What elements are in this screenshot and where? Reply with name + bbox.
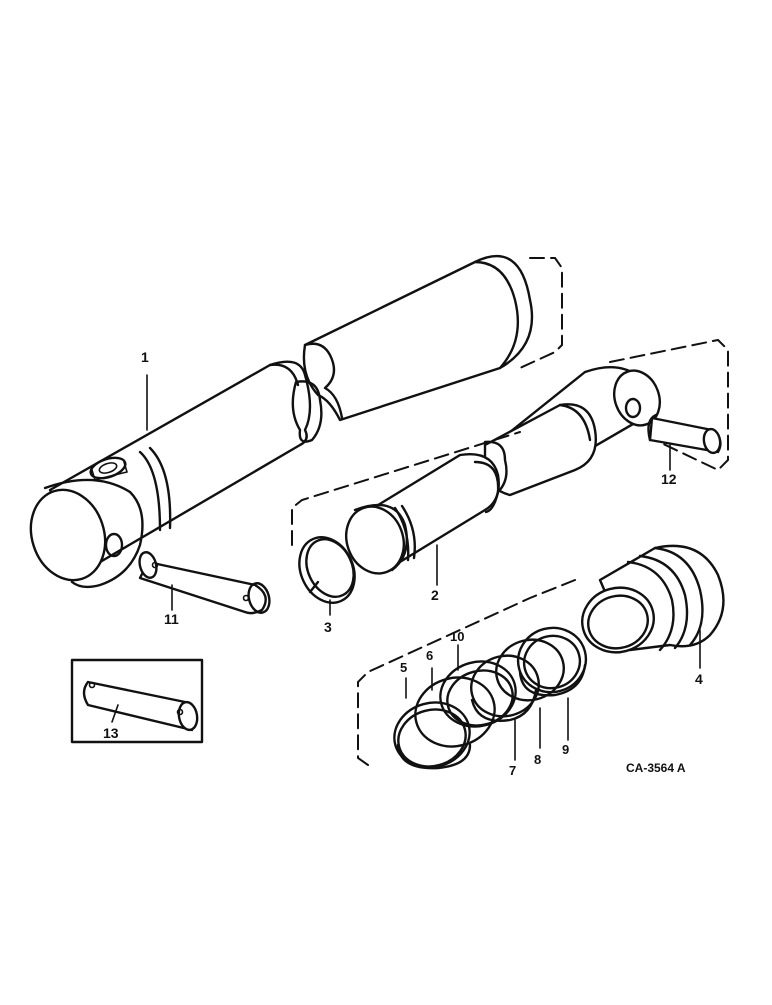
- callout-7: 7: [509, 763, 516, 778]
- snap-ring: [298, 536, 356, 604]
- seal-ring-9: [516, 626, 588, 697]
- seal-ring-7: [470, 654, 540, 722]
- piston-gland: [581, 544, 725, 654]
- seal-ring-5: [393, 701, 472, 770]
- callout-4: 4: [695, 671, 703, 687]
- callout-11: 11: [164, 611, 179, 627]
- pin-13-inset: [70, 658, 204, 744]
- callout-8: 8: [534, 752, 541, 767]
- drawing-code: CA-3564 A: [626, 761, 686, 775]
- seal-ring-10: [439, 660, 517, 728]
- callout-9: 9: [562, 742, 569, 757]
- callout-13: 13: [103, 725, 119, 741]
- rod-callout-bracket: [291, 338, 729, 546]
- callout-3: 3: [324, 619, 332, 635]
- callout-6: 6: [426, 648, 433, 663]
- leader-lines: [111, 374, 701, 761]
- callout-5: 5: [400, 660, 407, 675]
- seal-kit-bracket: [357, 579, 576, 766]
- piston-rod: [345, 366, 661, 575]
- callout-1: 1: [141, 349, 149, 365]
- cylinder-barrel: [29, 254, 534, 589]
- callout-10: 10: [450, 629, 464, 644]
- callout-12: 12: [661, 471, 677, 487]
- callout-2: 2: [431, 587, 439, 603]
- barrel-callout-bracket: [519, 257, 563, 369]
- seal-ring-8: [495, 638, 565, 702]
- pin-11: [138, 551, 271, 615]
- pin-12: [647, 413, 722, 455]
